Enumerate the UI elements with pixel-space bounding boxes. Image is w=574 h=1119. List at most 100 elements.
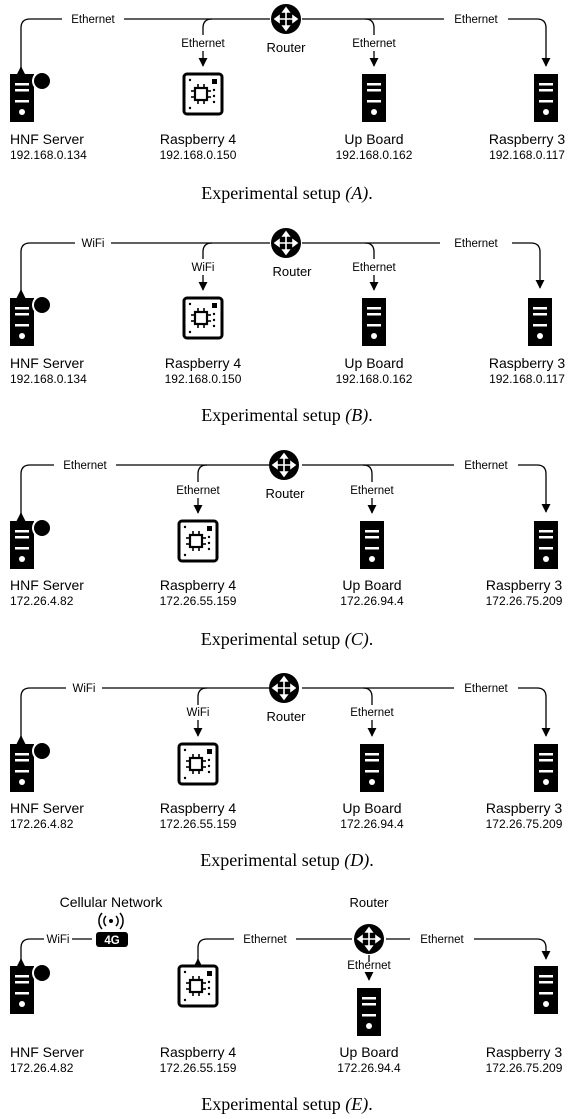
setup-d: WiFi WiFi Ethernet Ethernet Router (10, 673, 563, 871)
link-label-rpi4: WiFi (192, 262, 215, 274)
node-name-server: HNF Server (10, 1044, 84, 1060)
node-name-server: HNF Server (10, 131, 84, 147)
node-name-rpi3: Raspberry 3 (486, 577, 562, 593)
caption: Experimental setup (B). (201, 405, 372, 426)
node-name-rpi4: Raspberry 4 (160, 800, 236, 816)
up-board-server-icon (360, 521, 384, 569)
router-icon (271, 4, 301, 34)
node-name-rpi3: Raspberry 3 (489, 355, 565, 371)
node-ip-rpi3: 192.168.0.117 (489, 148, 565, 162)
node-name-upboard: Up Board (339, 1044, 398, 1060)
raspberry-4-board-icon (182, 72, 224, 116)
node-name-upboard: Up Board (342, 577, 401, 593)
node-ip-server: 192.168.0.134 (10, 372, 87, 386)
node-ip-upboard: 172.26.94.4 (337, 1061, 401, 1075)
up-board-server-icon (357, 988, 381, 1036)
node-name-server: HNF Server (10, 355, 84, 371)
link-label-rpi3: Ethernet (420, 934, 464, 946)
node-name-rpi3: Raspberry 3 (486, 800, 562, 816)
raspberry-3-server-icon (534, 744, 558, 792)
caption: Experimental setup (C). (201, 629, 373, 650)
raspberry-4-board-icon (182, 296, 224, 340)
node-name-upboard: Up Board (344, 131, 403, 147)
caption: Experimental setup (A). (201, 183, 372, 204)
node-name-server: HNF Server (10, 577, 84, 593)
wire-lines (16, 938, 551, 981)
raspberry-3-server-icon (534, 521, 558, 569)
raspberry-3-server-icon (534, 966, 558, 1014)
node-name-rpi4: Raspberry 4 (160, 1044, 236, 1060)
node-ip-upboard: 192.168.0.162 (336, 148, 413, 162)
node-ip-server: 172.26.4.82 (10, 1061, 74, 1075)
node-ip-upboard: 172.26.94.4 (340, 594, 404, 608)
raspberry-3-server-icon (534, 74, 558, 122)
link-label-rpi3: Ethernet (464, 460, 508, 472)
node-ip-rpi4: 192.168.0.150 (160, 148, 237, 162)
hnf-server-icon (10, 741, 52, 792)
link-label-upboard: Ethernet (350, 485, 394, 497)
link-label-rpi4: Ethernet (243, 934, 287, 946)
node-ip-rpi4: 172.26.55.159 (160, 1061, 237, 1075)
raspberry-3-server-icon (528, 298, 552, 346)
node-ip-server: 192.168.0.134 (10, 148, 87, 162)
node-name-rpi3: Raspberry 3 (489, 131, 565, 147)
node-ip-rpi3: 172.26.75.209 (486, 817, 563, 831)
raspberry-4-board-icon (177, 519, 219, 563)
wire-lines (16, 687, 551, 756)
link-label-server: WiFi (47, 934, 70, 946)
router-label: Router (272, 264, 312, 279)
cellular-network-label: Cellular Network (60, 894, 164, 910)
node-name-upboard: Up Board (342, 800, 401, 816)
hnf-server-icon (10, 518, 52, 569)
router-icon (269, 450, 299, 480)
up-board-server-icon (362, 74, 386, 122)
node-name-rpi4: Raspberry 4 (160, 131, 236, 147)
raspberry-4-board-icon (177, 964, 219, 1008)
link-label-server: Ethernet (63, 460, 107, 472)
node-name-rpi4: Raspberry 4 (160, 577, 236, 593)
link-label-rpi4: WiFi (187, 707, 210, 719)
node-name-rpi3: Raspberry 3 (486, 1044, 562, 1060)
node-ip-server: 172.26.4.82 (10, 594, 74, 608)
node-ip-rpi3: 172.26.75.209 (486, 594, 563, 608)
router-icon (269, 673, 299, 703)
up-board-server-icon (362, 298, 386, 346)
router-label: Router (265, 486, 305, 501)
link-label-upboard: Ethernet (352, 38, 396, 50)
hnf-server-icon (10, 71, 52, 122)
link-label-rpi3: Ethernet (454, 238, 498, 250)
node-name-upboard: Up Board (344, 355, 403, 371)
node-name-rpi4: Raspberry 4 (165, 355, 241, 371)
up-board-server-icon (360, 744, 384, 792)
hnf-server-icon (10, 963, 52, 1014)
link-label-rpi4: Ethernet (176, 485, 220, 497)
node-ip-rpi4: 172.26.55.159 (160, 817, 237, 831)
setup-e: Cellular Network 4G WiFi Ethernet Ethern… (10, 894, 563, 1115)
raspberry-4-board-icon (177, 742, 219, 786)
node-ip-rpi3: 192.168.0.117 (489, 372, 565, 386)
router-icon (354, 924, 384, 954)
caption: Experimental setup (D). (200, 850, 373, 871)
setup-c: Ethernet Ethernet Ethernet Ethernet Rout… (10, 450, 563, 650)
router-label: Router (266, 709, 306, 724)
link-label-rpi3: Ethernet (454, 14, 498, 26)
node-ip-rpi4: 192.168.0.150 (165, 372, 242, 386)
caption: Experimental setup (E). (201, 1094, 372, 1115)
router-label: Router (266, 40, 306, 55)
node-ip-rpi4: 172.26.55.159 (160, 594, 237, 608)
link-label-server: WiFi (73, 683, 96, 695)
link-label-upboard: Ethernet (347, 960, 391, 972)
link-label-server: WiFi (82, 238, 105, 250)
link-label-rpi3: Ethernet (464, 683, 508, 695)
hnf-server-icon (10, 295, 52, 346)
node-ip-upboard: 192.168.0.162 (336, 372, 413, 386)
node-ip-rpi3: 172.26.75.209 (486, 1061, 563, 1075)
link-label-server: Ethernet (71, 14, 115, 26)
link-label-upboard: Ethernet (352, 262, 396, 274)
cellular-antenna-icon (98, 912, 124, 930)
router-icon (271, 228, 301, 258)
link-label-rpi4: Ethernet (181, 38, 225, 50)
router-label: Router (349, 895, 389, 910)
setup-a: Ethernet Ethernet Ethernet Ethernet Rout… (10, 4, 565, 204)
